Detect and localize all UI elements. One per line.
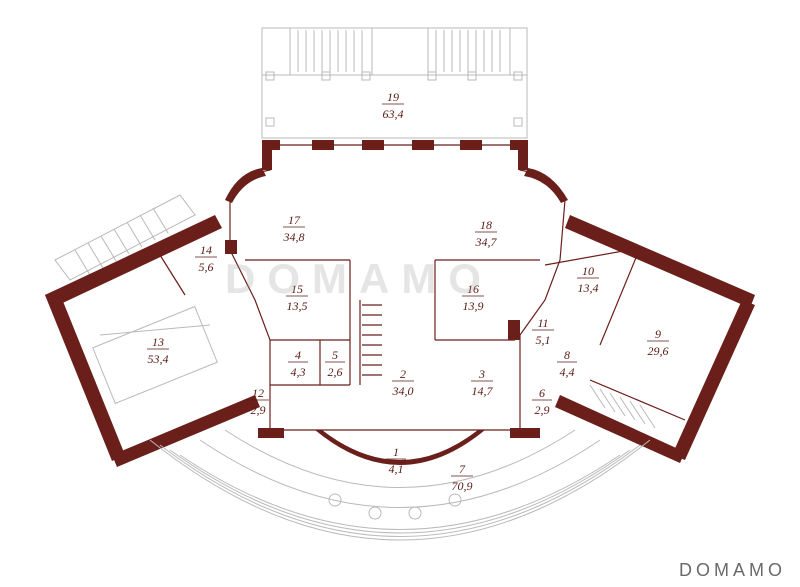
svg-text:13,4: 13,4 xyxy=(578,281,599,295)
svg-text:14: 14 xyxy=(200,243,212,257)
svg-text:13: 13 xyxy=(152,335,164,349)
brand-logo: DOMAMO xyxy=(679,560,786,580)
svg-text:29,6: 29,6 xyxy=(648,344,669,358)
room-label-5: 52,6 xyxy=(325,348,345,379)
svg-text:2: 2 xyxy=(400,367,406,381)
room-label-11: 115,1 xyxy=(532,316,554,347)
svg-text:13,9: 13,9 xyxy=(463,299,484,313)
room-label-6: 62,9 xyxy=(532,386,552,417)
room-label-7: 770,9 xyxy=(451,462,473,493)
svg-text:53,4: 53,4 xyxy=(148,352,169,366)
room-label-9: 929,6 xyxy=(647,327,669,358)
svg-text:34,0: 34,0 xyxy=(392,384,414,398)
room-label-1: 14,1 xyxy=(386,445,406,476)
svg-text:15: 15 xyxy=(291,282,303,296)
room-label-15: 15 13,5 xyxy=(286,282,308,313)
svg-text:70,9: 70,9 xyxy=(452,479,473,493)
svg-text:17: 17 xyxy=(288,213,301,227)
svg-text:16: 16 xyxy=(467,282,479,296)
svg-text:1: 1 xyxy=(393,445,399,459)
svg-text:63,4: 63,4 xyxy=(383,107,404,121)
svg-text:3: 3 xyxy=(478,367,485,381)
svg-text:10: 10 xyxy=(582,264,594,278)
room-label-14: 145,6 xyxy=(195,243,217,274)
svg-text:6: 6 xyxy=(539,386,545,400)
room-label-3: 314,7 xyxy=(471,367,494,398)
svg-text:7: 7 xyxy=(459,462,466,476)
svg-text:11: 11 xyxy=(537,316,548,330)
svg-text:34,7: 34,7 xyxy=(475,235,498,249)
left-exterior-stairs xyxy=(54,194,196,281)
terrace-outline xyxy=(261,27,528,139)
room-label-2: 234,0 xyxy=(392,367,414,398)
room-label-13: 13 53,4 xyxy=(147,335,169,366)
svg-text:19: 19 xyxy=(387,90,399,104)
terrace-stairs-left xyxy=(297,30,363,72)
room-label-12: 122,9 xyxy=(247,386,269,417)
svg-text:2,9: 2,9 xyxy=(251,403,266,417)
svg-text:9: 9 xyxy=(655,327,661,341)
room-label-17: 17 34,8 xyxy=(283,213,305,244)
svg-text:12: 12 xyxy=(252,386,264,400)
room-label-18: 18 34,7 xyxy=(475,218,498,249)
svg-text:5: 5 xyxy=(332,348,338,362)
room-label-10: 10 13,4 xyxy=(577,264,599,295)
room-label-19: 19 63,4 xyxy=(382,90,404,121)
room-label-4: 44,3 xyxy=(288,348,308,379)
svg-text:2,9: 2,9 xyxy=(535,403,550,417)
room-label-8: 84,4 xyxy=(557,348,577,379)
svg-text:8: 8 xyxy=(564,348,570,362)
walls xyxy=(45,140,755,467)
svg-text:18: 18 xyxy=(480,218,492,232)
svg-text:4,3: 4,3 xyxy=(291,365,306,379)
svg-text:14,7: 14,7 xyxy=(472,384,494,398)
svg-text:13,5: 13,5 xyxy=(287,299,308,313)
svg-text:34,8: 34,8 xyxy=(283,230,305,244)
right-interior-stairs xyxy=(589,384,656,429)
svg-text:4,4: 4,4 xyxy=(560,365,575,379)
svg-text:5,1: 5,1 xyxy=(536,333,551,347)
svg-text:5,6: 5,6 xyxy=(199,260,214,274)
svg-text:4,1: 4,1 xyxy=(389,462,404,476)
interior-stair xyxy=(362,304,382,376)
svg-text:2,6: 2,6 xyxy=(328,365,343,379)
wing-partitions xyxy=(92,247,686,429)
front-porch-steps xyxy=(149,429,651,541)
terrace-stairs-right xyxy=(435,30,501,72)
room-label-16: 16 13,9 xyxy=(462,282,484,313)
svg-text:4: 4 xyxy=(295,348,301,362)
